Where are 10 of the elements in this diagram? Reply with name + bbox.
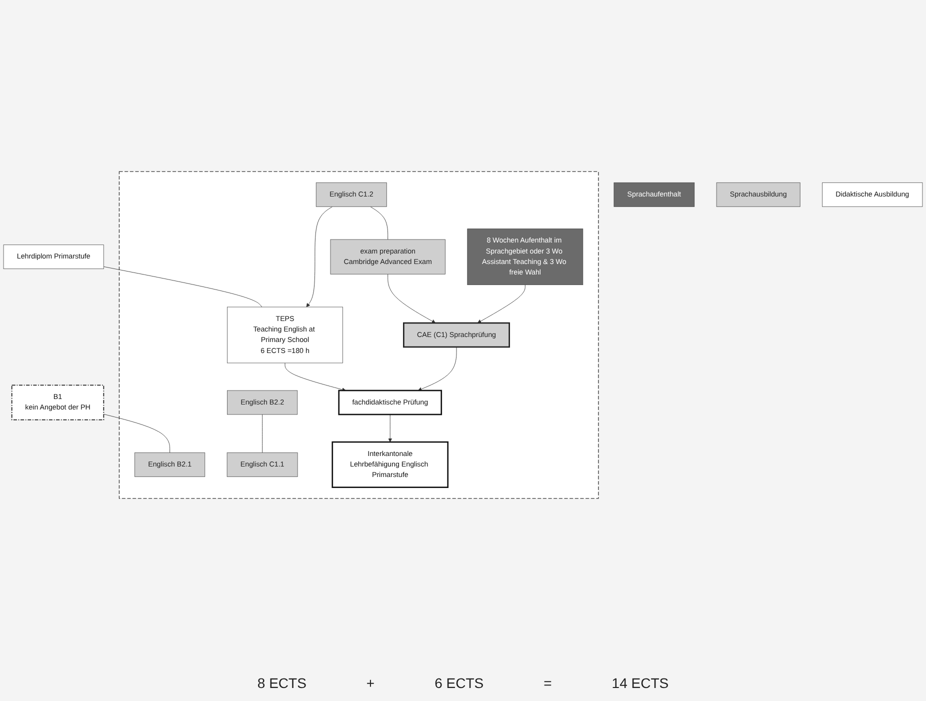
ects-label: 14 ECTS: [612, 675, 669, 691]
connector: [103, 266, 262, 307]
ects-label: 6 ECTS: [434, 675, 484, 691]
connector: [370, 206, 388, 240]
ects-label: =: [544, 675, 552, 691]
ects-label: 8 ECTS: [257, 675, 306, 691]
connector: [262, 414, 263, 452]
ects-label: +: [366, 675, 375, 691]
cluster: [118, 170, 599, 498]
connector: [103, 413, 170, 452]
